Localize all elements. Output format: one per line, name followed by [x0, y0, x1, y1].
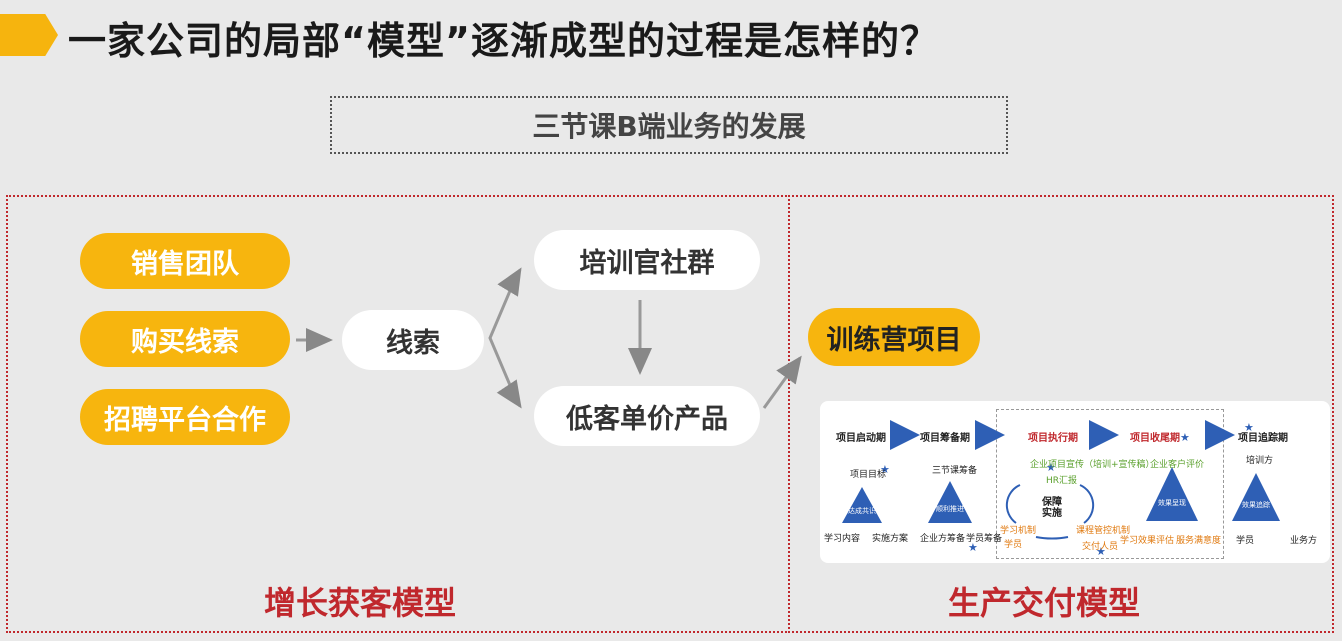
label-student-prep: 学员筹备: [966, 531, 1002, 544]
label-biz: 业务方: [1290, 533, 1317, 546]
delivery-model-label: 生产交付模型: [948, 578, 1140, 624]
training-community-node: 培训官社群: [534, 230, 760, 290]
triangle-label-effect: 效果呈现: [1157, 499, 1187, 508]
label-service: 服务满意度: [1176, 533, 1221, 546]
triangle-consensus: [842, 487, 882, 523]
arrow-lead-to-branches: [490, 272, 518, 404]
delivery-process-thumbnail: ★ ★ ★ ★ ★ ★ 项目启动期 项目筹备期 项目执行期 项目收尾期 项目追踪…: [820, 401, 1330, 563]
label-study-eval: 学习效果评估: [1120, 533, 1174, 546]
label-study-mech: 学习机制: [1000, 523, 1036, 536]
label-goal: 项目目标: [850, 467, 886, 480]
triangle-effect: [1146, 467, 1198, 521]
label-promo: 企业项目宣传（培训+宣传稿）: [1030, 457, 1155, 470]
phase-prep: 项目筹备期: [920, 429, 970, 444]
star-icon: ★: [1180, 431, 1190, 444]
label-delivery: 交付人员: [1082, 539, 1118, 552]
label-student2: 学员: [1236, 533, 1254, 546]
label-company-prep: 企业方筹备: [920, 531, 965, 544]
arrow-lead-to-training-community: [508, 270, 520, 290]
label-eval: 企业客户评价: [1150, 457, 1204, 470]
triangle-label-progress: 顺利推进: [935, 505, 965, 514]
phase-track: 项目追踪期: [1238, 429, 1288, 444]
low-price-product-node: 低客单价产品: [534, 386, 760, 446]
label-impl-plan: 实施方案: [872, 531, 908, 544]
triangle-label-tracking: 效果追踪: [1241, 501, 1271, 510]
arrow-lead-to-low-price-product: [508, 388, 520, 406]
label-student: 学员: [1004, 537, 1022, 550]
arrow-product-to-camp: [764, 358, 800, 408]
label-ensure: 保障实施: [1040, 497, 1064, 519]
lead-node: 线索: [342, 310, 484, 370]
phase-start: 项目启动期: [836, 429, 886, 444]
triangle-tracking: [1232, 473, 1280, 521]
source-recruit-platform: 招聘平台合作: [80, 389, 290, 445]
triangle-label-consensus: 达成共识: [847, 507, 877, 516]
source-purchased-leads: 购买线索: [80, 311, 290, 367]
training-camp-node: 训练营项目: [808, 308, 980, 366]
source-sales-team: 销售团队: [80, 233, 290, 289]
growth-model-label: 增长获客模型: [264, 578, 456, 624]
label-study-content: 学习内容: [824, 531, 860, 544]
label-prep: 三节课筹备: [932, 463, 977, 476]
phase-close: 项目收尾期: [1130, 429, 1180, 444]
label-hr: HR汇报: [1046, 473, 1077, 486]
label-train: 培训方: [1246, 453, 1273, 466]
triangle-progress: [928, 481, 972, 523]
phase-exec: 项目执行期: [1028, 429, 1078, 444]
